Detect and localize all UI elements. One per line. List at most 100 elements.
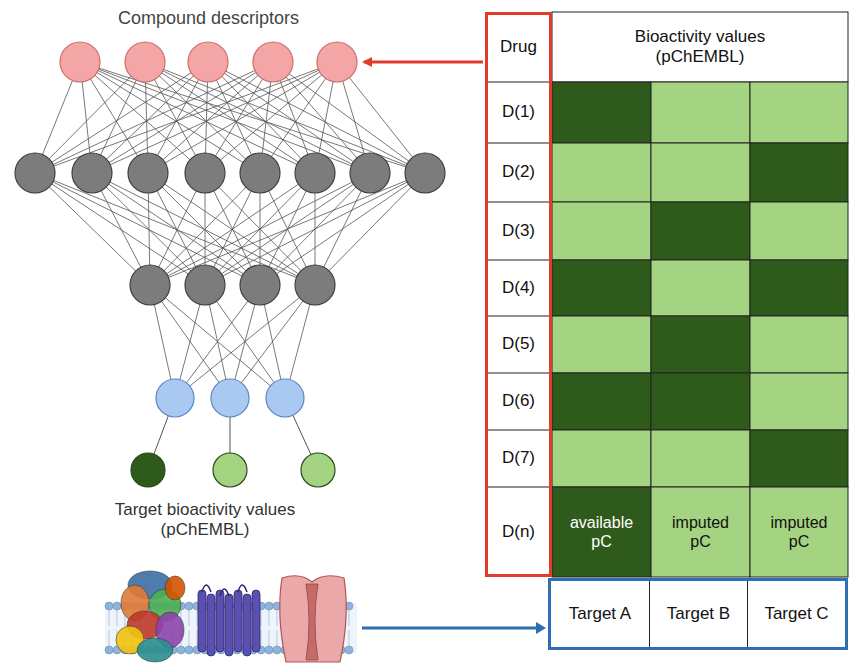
label-cell: imputed pC bbox=[750, 487, 848, 577]
network-weight bbox=[260, 173, 425, 285]
bioactivity-cell bbox=[651, 82, 750, 143]
bioactivity-cell bbox=[750, 430, 848, 487]
bioactivity-cell bbox=[750, 487, 848, 577]
text-cell: D(7) bbox=[488, 430, 549, 487]
text-cell: Target A bbox=[551, 581, 649, 647]
receptor-helix bbox=[198, 590, 206, 652]
network-weight bbox=[175, 285, 260, 398]
target-arrow-head bbox=[536, 622, 546, 634]
lipid-head bbox=[105, 602, 113, 610]
target-neuron bbox=[266, 379, 304, 417]
receptor-helix bbox=[252, 590, 260, 652]
table-cell: imputed pC bbox=[759, 513, 839, 551]
network-weight bbox=[92, 173, 260, 285]
network-weight bbox=[230, 285, 315, 398]
receptor-loop bbox=[202, 585, 247, 596]
protein-fold bbox=[137, 638, 173, 662]
table-cell: available pC bbox=[562, 513, 642, 551]
bioactivity-cell bbox=[651, 260, 750, 316]
lipid-head bbox=[345, 646, 353, 654]
lipid-tail bbox=[109, 608, 110, 626]
hidden-neuron bbox=[72, 153, 112, 193]
lipid-head bbox=[105, 646, 113, 654]
lipid-tail bbox=[277, 608, 278, 626]
lipid-tail bbox=[269, 630, 270, 648]
network-weight bbox=[150, 173, 425, 285]
output-neuron bbox=[131, 453, 165, 487]
layer-heading: Compound descriptors bbox=[118, 8, 299, 30]
bioactivity-cell bbox=[750, 202, 848, 260]
bioactivity-cell bbox=[552, 143, 651, 202]
lipid-tail bbox=[277, 630, 278, 648]
text-cell: Target B bbox=[649, 581, 747, 647]
input-neuron bbox=[60, 42, 100, 82]
hidden-neuron bbox=[240, 153, 280, 193]
input-neuron bbox=[125, 42, 165, 82]
receptor-helix bbox=[216, 590, 224, 652]
lipid-head bbox=[185, 646, 193, 654]
row-divider bbox=[485, 82, 552, 83]
drug-label: D(5) bbox=[502, 334, 535, 354]
input-neuron bbox=[317, 42, 357, 82]
row-divider bbox=[485, 143, 552, 144]
target-label: Target C bbox=[764, 604, 828, 624]
text-cell: Compound descriptors bbox=[55, 4, 362, 34]
bioactivity-cell bbox=[750, 316, 848, 373]
hidden-neuron bbox=[295, 265, 335, 305]
hidden-neuron bbox=[350, 153, 390, 193]
lipid-tail bbox=[349, 630, 350, 648]
lipid-tail bbox=[261, 608, 262, 626]
lipid-tail bbox=[261, 630, 262, 648]
hidden-neuron bbox=[15, 153, 55, 193]
bioactivity-cell bbox=[651, 202, 750, 260]
text-cell: D(5) bbox=[488, 316, 549, 373]
drug-column-ground bbox=[485, 12, 552, 577]
label-cell: imputed pC bbox=[651, 487, 750, 577]
drug-label: D(3) bbox=[502, 221, 535, 241]
table-cell: imputed pC bbox=[661, 513, 741, 551]
label-cell: Bioactivity values (pChEMBL) bbox=[552, 12, 848, 82]
bioactivity-cell bbox=[552, 260, 651, 316]
bioactivity-cell bbox=[750, 143, 848, 202]
text-cell: D(n) bbox=[488, 487, 549, 577]
lipid-tail bbox=[117, 608, 118, 626]
ion-channel bbox=[280, 576, 347, 662]
row-divider bbox=[485, 202, 552, 203]
bioactivity-cell bbox=[750, 373, 848, 430]
arrow-connector bbox=[364, 61, 483, 64]
target-label: Target A bbox=[569, 604, 631, 624]
table-header-cell bbox=[552, 12, 848, 82]
bioactivity-cell bbox=[651, 143, 750, 202]
lipid-head bbox=[265, 602, 273, 610]
output-neuron bbox=[213, 453, 247, 487]
bioactivity-cell bbox=[651, 487, 750, 577]
receptor-helix bbox=[234, 590, 242, 652]
bioactivity-cell bbox=[552, 430, 651, 487]
target-neuron bbox=[156, 379, 194, 417]
receptor-helix bbox=[243, 594, 251, 656]
hidden-neuron bbox=[130, 265, 170, 305]
hidden-neuron bbox=[240, 265, 280, 305]
lipid-head bbox=[265, 646, 273, 654]
network-weight bbox=[150, 173, 315, 285]
lipid-tail bbox=[109, 630, 110, 648]
lipid-head bbox=[185, 602, 193, 610]
hidden-neuron bbox=[185, 265, 225, 305]
target-neuron bbox=[211, 379, 249, 417]
row-divider bbox=[485, 316, 552, 317]
drug-label: D(4) bbox=[502, 278, 535, 298]
row-divider bbox=[485, 487, 552, 488]
output-caption: Target bioactivity values (pChEMBL) bbox=[85, 500, 325, 541]
target-row: Target A Target B Target C bbox=[548, 578, 848, 650]
lipid-tail bbox=[197, 608, 198, 626]
text-cell: Target C bbox=[747, 581, 845, 647]
drug-column: DrugD(1)D(2)D(3)D(4)D(5)D(6)D(7)D(n) bbox=[485, 12, 552, 577]
bioactivity-cell bbox=[552, 82, 651, 143]
bioactivity-cell bbox=[750, 82, 848, 143]
bioactivity-cell bbox=[750, 260, 848, 316]
network-weight bbox=[35, 173, 205, 285]
drug-label: D(6) bbox=[502, 391, 535, 411]
